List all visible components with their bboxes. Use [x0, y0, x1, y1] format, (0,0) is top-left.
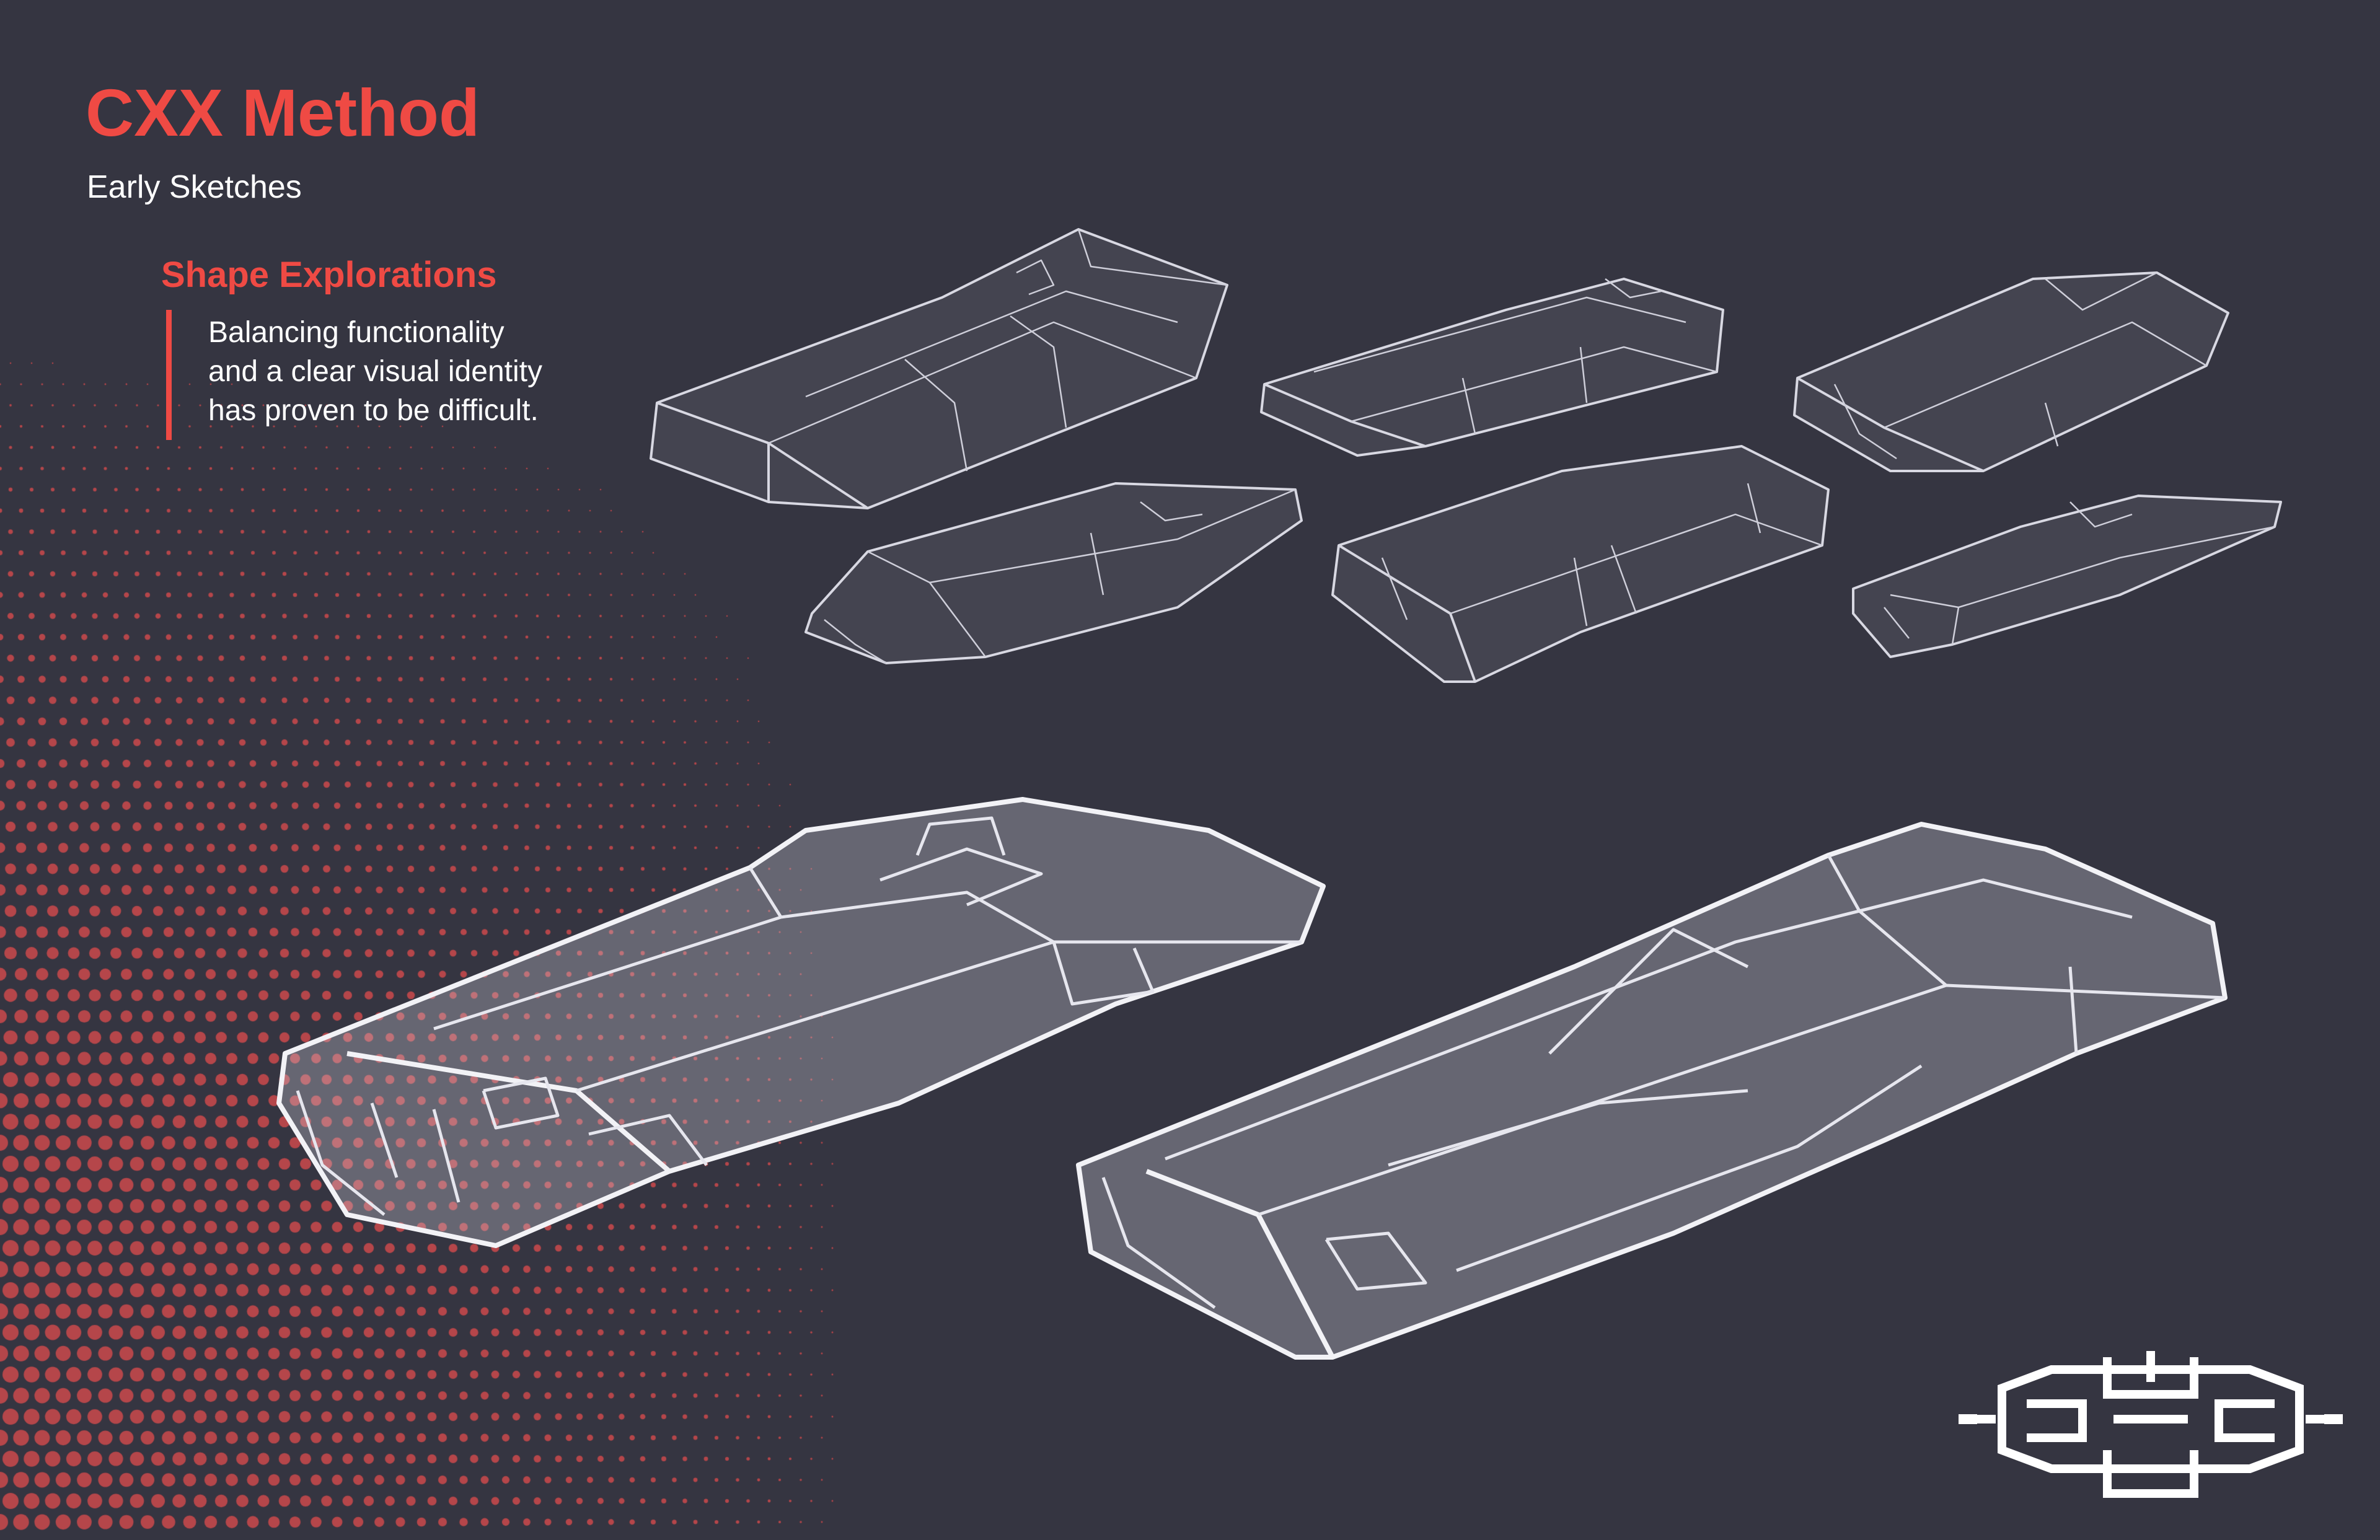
page-title: CXX Method — [86, 75, 480, 150]
ship-sketch-large-1 — [276, 797, 1326, 1248]
ship-sketch-small-2 — [1260, 278, 1724, 457]
section-heading: Shape Explorations — [161, 255, 497, 295]
ship-sketch-small-3 — [1793, 271, 2229, 472]
section-body-line: and a clear visual identity — [208, 355, 542, 388]
ship-sketch-large-2 — [1076, 822, 2228, 1360]
section-accent-bar — [166, 310, 172, 440]
ship-sketch-small-6 — [1852, 495, 2282, 658]
section-body-line: has proven to be difficult. — [208, 394, 539, 427]
section-body-line: Balancing functionality — [208, 316, 505, 349]
ship-sketch-small-5 — [1331, 445, 1830, 683]
page-subtitle: Early Sketches — [87, 169, 302, 205]
ship-sketch-small-1 — [650, 228, 1228, 509]
emblem-icon — [1959, 1351, 2343, 1498]
section-body: Balancing functionality and a clear visu… — [208, 313, 704, 430]
ship-sketch-small-4 — [804, 482, 1303, 664]
